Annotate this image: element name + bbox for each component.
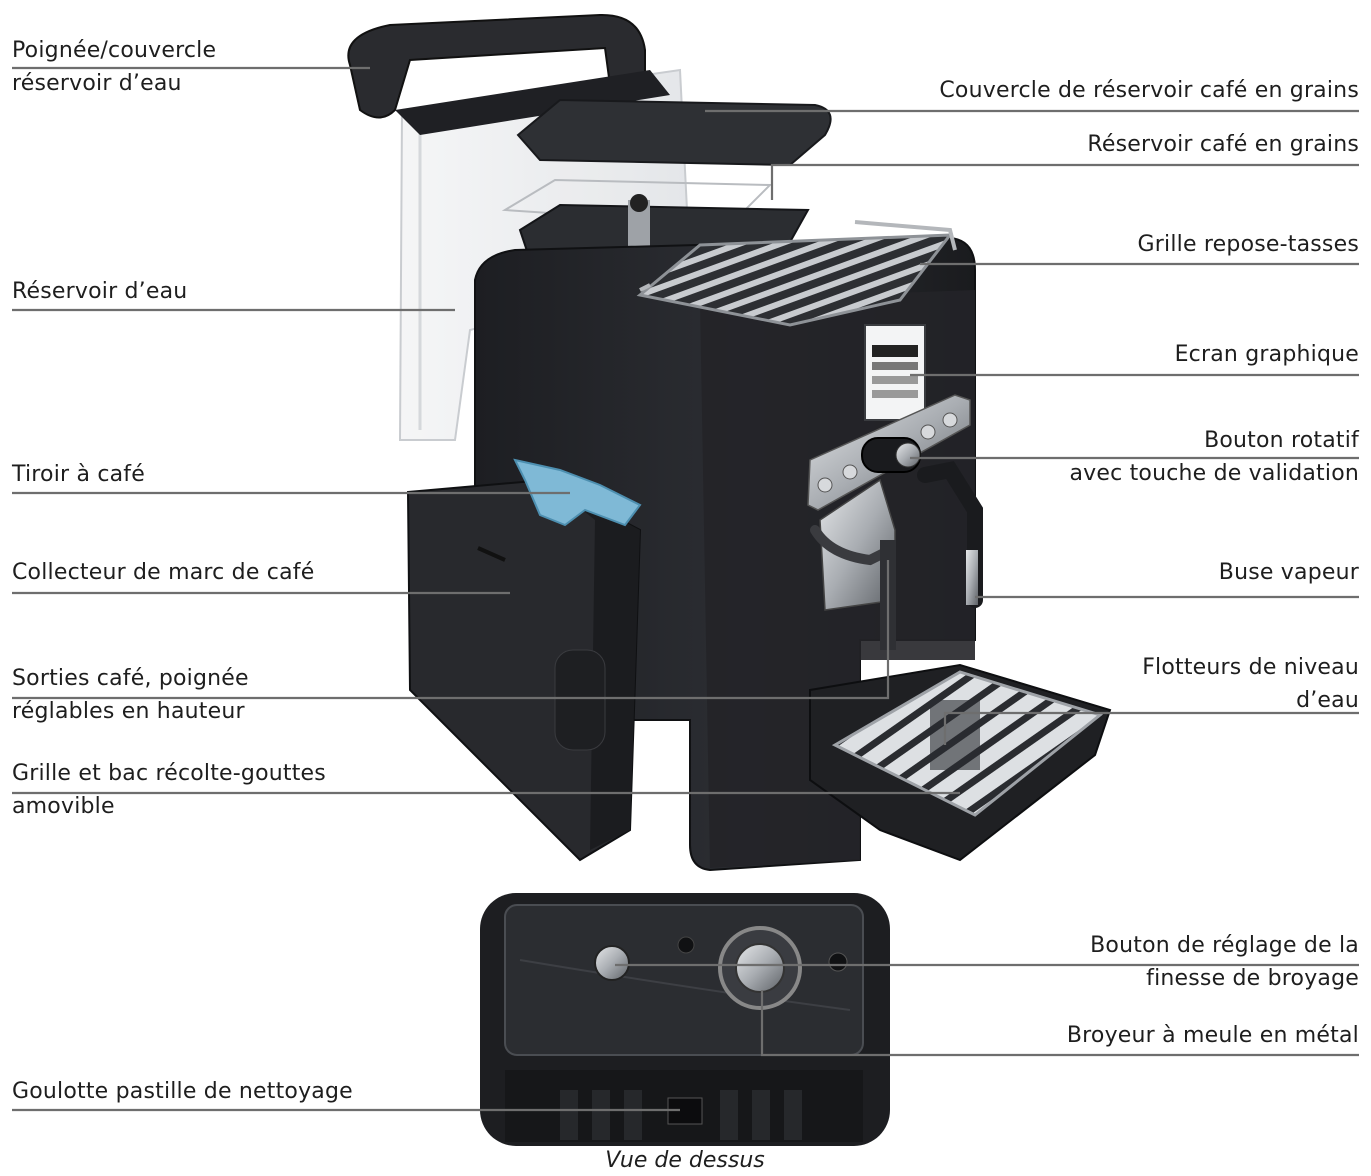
label-screen: Ecran graphique (1175, 338, 1359, 371)
top-view-caption: Vue de dessus (560, 1146, 810, 1176)
label-grinder: Broyeur à meule en métal (1067, 1019, 1359, 1052)
graphic-screen (865, 325, 925, 420)
label-grounds-collector: Collecteur de marc de café (12, 556, 314, 589)
label-coffee-drawer: Tiroir à café (12, 458, 145, 491)
label-cup-rack: Grille repose-tasses (1138, 228, 1359, 261)
rotary-button (862, 438, 920, 472)
label-water-tank: Réservoir d’eau (12, 275, 187, 308)
bean-tank-lid (518, 100, 831, 165)
top-view-inset (480, 893, 890, 1146)
label-cleaning-chute: Goulotte pastille de nettoyage (12, 1075, 353, 1108)
label-steam-nozzle: Buse vapeur (1219, 556, 1359, 589)
label-bean-lid: Couvercle de réservoir café en grains (939, 74, 1359, 107)
grounds-collector (408, 480, 640, 860)
label-bean-tank: Réservoir café en grains (1087, 128, 1359, 161)
